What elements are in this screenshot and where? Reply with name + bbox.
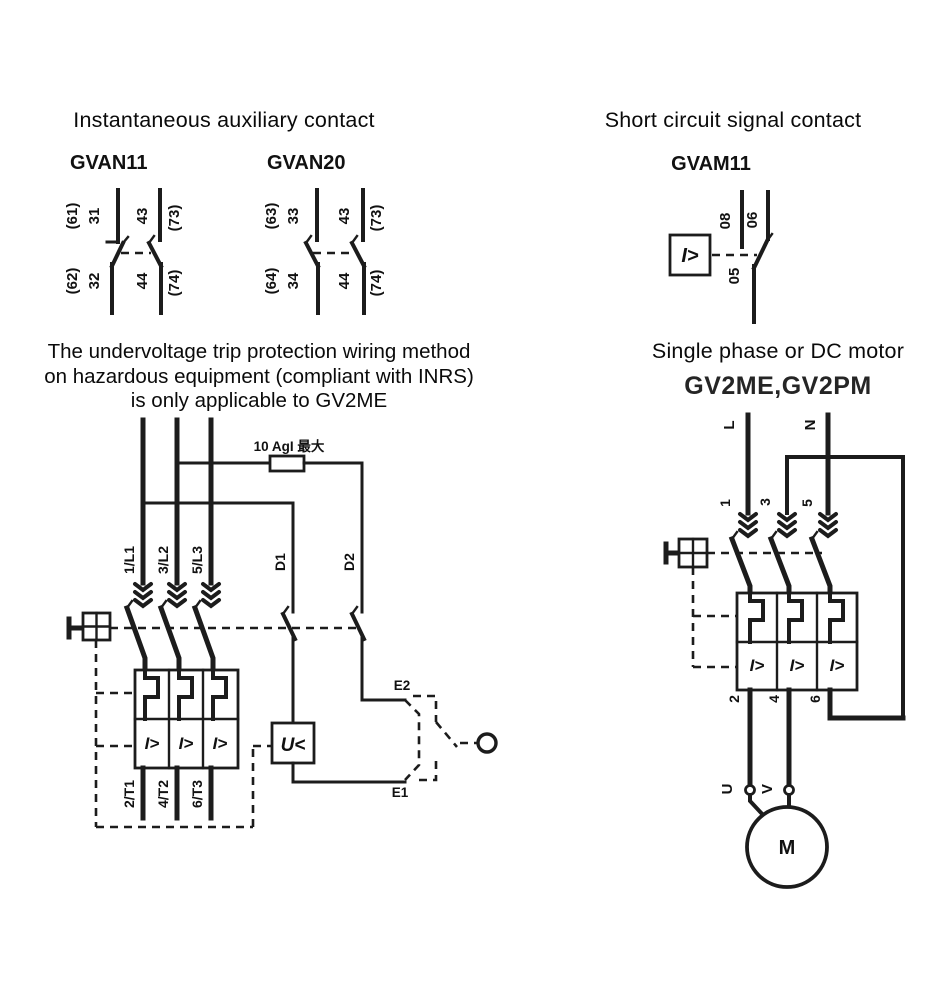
- label-44: 44: [134, 272, 151, 289]
- pole-blades: [728, 530, 833, 596]
- label-61: (61): [64, 203, 81, 230]
- trip-symbol-icon: I>: [213, 734, 228, 753]
- breaker-dashed-links: [691, 567, 737, 669]
- gvan11-label: GVAN11: [70, 152, 147, 174]
- breaker-dashed-enclosure: [94, 640, 271, 829]
- label-e2: E2: [394, 678, 411, 693]
- model-gv2me-gv2pm: GV2ME,GV2PM: [684, 372, 872, 400]
- label-05: 05: [726, 268, 743, 285]
- label-out-2: 2: [726, 695, 742, 703]
- aux-contact-diagram: GVAN11 GVAN20: [64, 152, 385, 315]
- caption-line-3: is only applicable to GV2ME: [130, 389, 388, 412]
- label-43: 43: [134, 208, 151, 225]
- thermal-element-icon: [748, 591, 765, 644]
- gvan11-nc-contact: [105, 188, 130, 315]
- label-in-1: 1: [717, 499, 733, 507]
- uv-coil-symbol: U<: [281, 735, 306, 756]
- motor-letter: M: [779, 837, 796, 859]
- thermal-element-icon: [787, 591, 804, 644]
- rotary-knob-icon: [663, 537, 709, 569]
- title-short-circuit-signal-contact: Short circuit signal contact: [604, 108, 862, 132]
- d1-contact: [280, 605, 298, 725]
- title-single-phase-dc-motor: Single phase or DC motor: [651, 339, 905, 363]
- label-out-4: 4: [766, 695, 782, 703]
- gvam11-label: GVAM11: [671, 153, 751, 175]
- caption-line-2: on hazardous equipment (compliant with I…: [44, 364, 474, 388]
- branch-d1: [141, 501, 295, 614]
- trip-symbol-icon: I>: [145, 734, 160, 753]
- gvan20-no-contact-1: [303, 188, 321, 315]
- fuse-branch-d2: [175, 454, 364, 614]
- thermal-element-icon: [177, 668, 194, 721]
- plug-terminal-icons: [133, 582, 221, 609]
- motor-symbol: M: [745, 805, 829, 889]
- breaker-block: I> I> I>: [735, 591, 859, 692]
- label-u: U: [719, 784, 736, 795]
- label-d1: D1: [272, 553, 288, 571]
- thermal-element-icon: [211, 668, 228, 721]
- label-73b: (73): [368, 205, 385, 232]
- thermal-element-icon: [828, 591, 845, 644]
- label-74b: (74): [368, 270, 385, 297]
- label-6t3: 6/T3: [189, 780, 205, 808]
- label-e1: E1: [392, 785, 409, 800]
- gvan20-label: GVAN20: [267, 152, 346, 174]
- label-5l3: 5/L3: [189, 546, 205, 574]
- label-n: N: [802, 420, 819, 431]
- trip-symbol-icon: I>: [179, 734, 194, 753]
- label-43b: 43: [336, 208, 353, 225]
- label-73: (73): [166, 205, 183, 232]
- label-31: 31: [86, 208, 103, 225]
- magnetic-trip-box: I>: [668, 233, 712, 277]
- undervoltage-wiring-diagram: 10 AgI 最大 1/L1 3/L2 5/L3 D1 D2: [66, 417, 498, 829]
- label-44b: 44: [336, 272, 353, 289]
- label-1l1: 1/L1: [121, 546, 137, 574]
- label-34: 34: [285, 272, 302, 289]
- label-d2: D2: [341, 553, 357, 571]
- output-lines: [747, 687, 906, 788]
- breaker-block: I> I> I>: [133, 668, 240, 770]
- label-2t1: 2/T1: [121, 780, 137, 808]
- label-in-3: 3: [757, 498, 773, 506]
- gvan11-no-contact: [146, 188, 164, 315]
- label-3l2: 3/L2: [155, 546, 171, 574]
- trip-symbol-icon: I>: [681, 245, 699, 267]
- label-63: (63): [263, 203, 280, 230]
- caption-line-1: The undervoltage trip protection wiring …: [47, 340, 471, 363]
- undervoltage-caption: The undervoltage trip protection wiring …: [4, 340, 514, 414]
- label-in-5: 5: [799, 499, 815, 507]
- label-4t2: 4/T2: [155, 780, 171, 808]
- title-instantaneous-aux-contact: Instantaneous auxiliary contact: [73, 108, 375, 132]
- undervoltage-coil: U<: [270, 721, 316, 765]
- fuse-label: 10 AgI 最大: [254, 438, 325, 454]
- label-v: V: [759, 784, 776, 794]
- gvan20-no-contact-2: [349, 188, 367, 315]
- label-32: 32: [86, 273, 103, 290]
- d2-contact: [349, 605, 407, 702]
- label-62: (62): [64, 268, 81, 295]
- motor-leads: [748, 793, 791, 819]
- label-out-6: 6: [807, 695, 823, 703]
- external-estop-contact: [404, 694, 498, 782]
- label-74: (74): [166, 270, 183, 297]
- thermal-element-icon: [143, 668, 160, 721]
- trip-symbol-icon: I>: [790, 656, 805, 675]
- label-08: 08: [717, 213, 734, 230]
- label-33: 33: [285, 208, 302, 225]
- plug-terminal-icons: [738, 512, 838, 539]
- e1-return-line: [291, 761, 407, 784]
- label-06: 06: [744, 212, 761, 229]
- trip-symbol-icon: I>: [750, 656, 765, 675]
- gvam11-contact: [740, 190, 774, 324]
- supply-lines: [745, 412, 905, 720]
- estop-button-icon: [476, 732, 498, 754]
- label-64: (64): [263, 268, 280, 295]
- output-lines: [140, 765, 214, 821]
- label-l: L: [721, 420, 738, 429]
- single-phase-wiring-diagram: L N 1 3 5: [663, 412, 906, 889]
- rotary-knob-icon: [66, 611, 112, 642]
- pole-blades: [123, 599, 216, 673]
- trip-symbol-icon: I>: [830, 656, 845, 675]
- gvam11-diagram: GVAM11 I> 08 06 05: [668, 153, 774, 324]
